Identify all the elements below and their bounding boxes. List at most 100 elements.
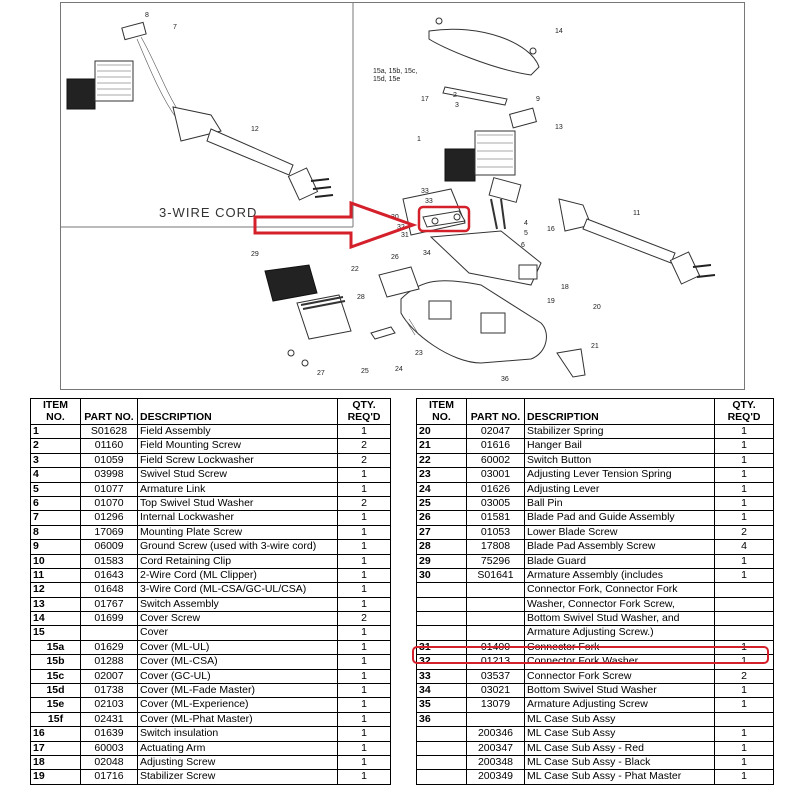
description-cell: Actuating Arm [137, 740, 338, 756]
exploded-view-diagram: 8 7 12 3-WIRE CORD 15a, 15b, 15c, 15d, 1… [61, 3, 716, 383]
description-cell: ML Case Sub Assy - Black [524, 754, 715, 771]
part-no-cell: 01160 [80, 438, 138, 454]
qty-cell: 1 [714, 510, 774, 526]
qty-cell: 1 [337, 625, 391, 641]
callout-28: 28 [357, 294, 365, 301]
qty-cell: 1 [714, 567, 774, 584]
two-wire-cord [582, 218, 676, 264]
item-no-cell: 15 [30, 625, 81, 641]
description-cell: Switch insulation [137, 726, 338, 742]
item-no-cell [416, 582, 467, 598]
callout-32: 32 [397, 224, 405, 231]
part-no-cell: 01070 [80, 495, 138, 512]
qty-cell: 1 [337, 539, 391, 555]
adjusting-lever [370, 326, 396, 340]
case-switch-opening [428, 300, 452, 320]
callout-33b: 33 [425, 198, 433, 205]
part-no-cell [466, 611, 525, 627]
item-no-cell: 14 [30, 611, 81, 627]
part-no-cell: 01059 [80, 452, 138, 469]
qty-cell: 1 [337, 769, 391, 785]
description-cell: Bottom Swivel Stud Washer, and [524, 611, 715, 627]
part-no-cell: 01616 [466, 438, 525, 454]
qty-cell [714, 582, 774, 598]
part-no-cell: 03005 [466, 495, 525, 512]
item-no-cell: 2 [30, 438, 81, 454]
part-no-cell: 02048 [80, 754, 138, 771]
part-no-cell: 01648 [80, 582, 138, 598]
part-no-cell: 01716 [80, 769, 138, 785]
description-cell: Swivel Stud Screw [137, 467, 338, 483]
inset-plug [287, 167, 319, 201]
part-no-cell: S01628 [80, 423, 138, 440]
item-no-cell: 33 [416, 668, 467, 685]
highlight-part-box [417, 205, 471, 233]
item-no-cell: 3 [30, 452, 81, 469]
description-cell: Armature Adjusting Screw [524, 697, 715, 713]
item-no-cell: 10 [30, 553, 81, 569]
item-no-cell: 15f [30, 711, 81, 728]
inset-switch-plate [121, 21, 147, 41]
qty-cell: 1 [714, 481, 774, 497]
part-no-cell: S01641 [466, 567, 525, 584]
qty-cell [714, 711, 774, 728]
table-row: Connector Fork, Connector Fork [416, 582, 774, 598]
part-no-cell: 02047 [466, 423, 525, 440]
item-no-cell: 13 [30, 596, 81, 613]
part-no-cell: 17808 [466, 539, 525, 555]
inset-field-coil [66, 78, 96, 110]
part-no-cell: 60003 [80, 740, 138, 756]
item-no-cell: 26 [416, 510, 467, 526]
header-description: DESCRIPTION [137, 398, 338, 425]
part-no-cell: 01626 [466, 481, 525, 497]
description-cell: Cover [137, 625, 338, 641]
description-cell: Field Mounting Screw [137, 438, 338, 454]
description-cell: ML Case Sub Assy - Red [524, 740, 715, 756]
part-no-cell: 03001 [466, 467, 525, 483]
callout-11: 11 [633, 210, 640, 217]
description-cell: 2-Wire Cord (ML Clipper) [137, 567, 338, 584]
part-no-cell: 200347 [466, 740, 525, 756]
callout-13: 13 [555, 124, 563, 131]
part-no-cell [466, 596, 525, 613]
description-cell: Switch Assembly [137, 596, 338, 613]
description-cell: Blade Pad Assembly Screw [524, 539, 715, 555]
item-no-cell [416, 611, 467, 627]
cover [428, 28, 540, 76]
exploded-view-frame: 8 7 12 3-WIRE CORD 15a, 15b, 15c, 15d, 1… [60, 2, 745, 390]
description-cell: Armature Adjusting Screw.) [524, 625, 715, 641]
description-cell: Top Swivel Stud Washer [137, 495, 338, 512]
description-cell: ML Case Sub Assy [524, 711, 715, 728]
description-cell: 3-Wire Cord (ML-CSA/GC-UL/CSA) [137, 582, 338, 598]
description-cell: Internal Lockwasher [137, 510, 338, 526]
item-no-cell: 24 [416, 481, 467, 497]
ml-case [400, 280, 547, 364]
qty-cell: 1 [714, 697, 774, 713]
part-no-cell: 03537 [466, 668, 525, 685]
callout-16: 16 [547, 226, 555, 233]
part-no-cell: 200349 [466, 769, 525, 785]
callout-20: 20 [593, 304, 601, 311]
part-no-cell: 01296 [80, 510, 138, 526]
